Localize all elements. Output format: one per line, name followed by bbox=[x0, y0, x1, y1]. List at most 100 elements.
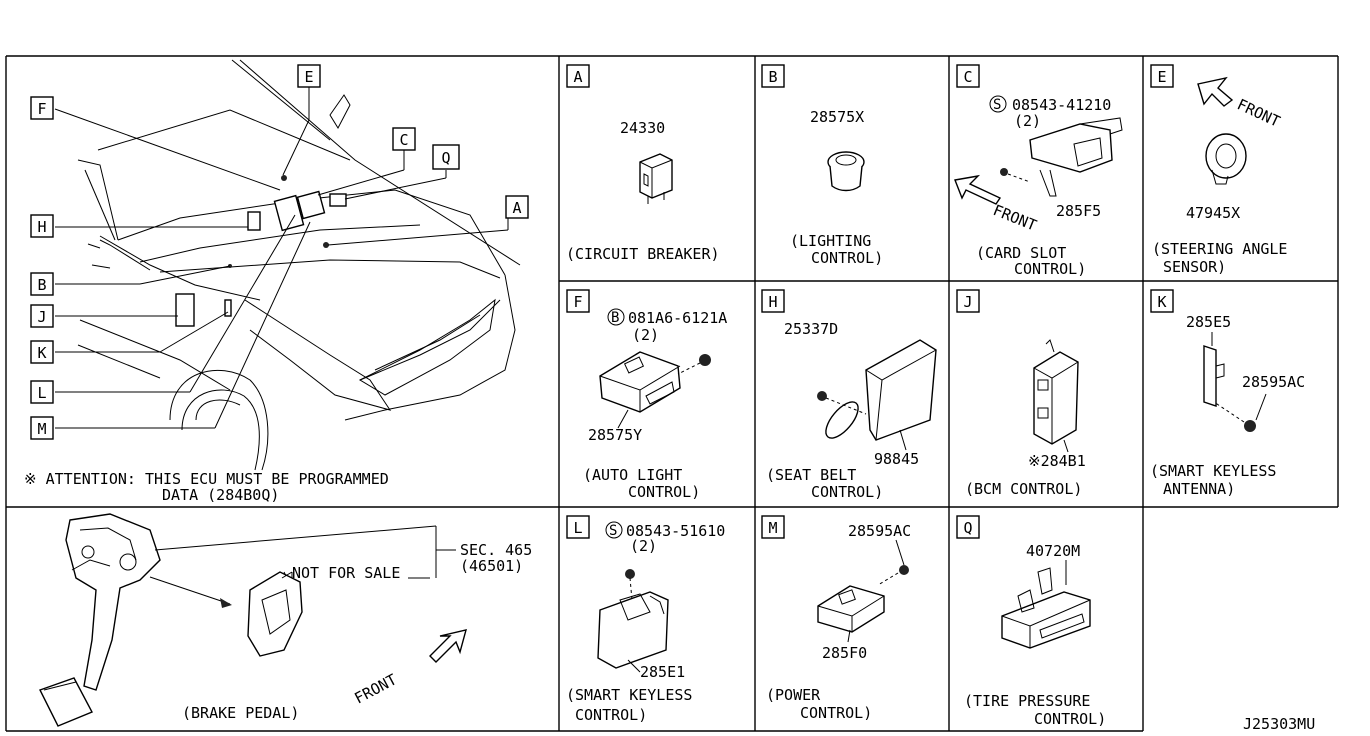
panel-B-lighting-control: B 28575X (LIGHTING CONTROL) bbox=[761, 64, 883, 267]
svg-text:24330: 24330 bbox=[620, 119, 665, 137]
panel-L-smart-keyless-control: L S 08543-51610 (2) 285E1 (SMART KEYLESS… bbox=[566, 515, 725, 724]
sec-ref-label: (46501) bbox=[460, 557, 523, 575]
svg-text:E: E bbox=[304, 68, 313, 86]
panel-A-circuit-breaker: A 24330 (CIRCUIT BREAKER) bbox=[566, 64, 720, 263]
svg-text:FRONT: FRONT bbox=[1234, 95, 1283, 130]
svg-text:F: F bbox=[37, 100, 46, 118]
attention-note: ※ ATTENTION: THIS ECU MUST BE PROGRAMMED bbox=[24, 470, 389, 488]
brake-pedal-illustration bbox=[39, 513, 467, 727]
panel-F-auto-light-control: F B 081A6-6121A (2) 28575Y (AUTO LIGHT C… bbox=[566, 289, 727, 501]
svg-text:(LIGHTING: (LIGHTING bbox=[790, 232, 871, 250]
svg-text:C: C bbox=[963, 68, 972, 86]
svg-text:H: H bbox=[37, 218, 46, 236]
svg-text:S: S bbox=[609, 523, 617, 539]
svg-text:08543-51610: 08543-51610 bbox=[626, 522, 725, 540]
svg-text:J: J bbox=[963, 293, 972, 311]
svg-text:(AUTO LIGHT: (AUTO LIGHT bbox=[583, 466, 682, 484]
svg-text:47945X: 47945X bbox=[1186, 204, 1240, 222]
panel-H-seat-belt-control: H 25337D 98845 (SEAT BELT CONTROL) bbox=[761, 289, 937, 501]
svg-text:Q: Q bbox=[441, 149, 450, 167]
svg-text:CONTROL): CONTROL) bbox=[628, 483, 700, 501]
svg-text:H: H bbox=[768, 293, 777, 311]
svg-text:S: S bbox=[993, 97, 1001, 113]
svg-text:CONTROL): CONTROL) bbox=[800, 704, 872, 722]
panel-K-smart-keyless-antenna: K 285E5 28595AC (SMART KEYLESS ANTENNA) bbox=[1150, 289, 1305, 498]
svg-text:285E5: 285E5 bbox=[1186, 313, 1231, 331]
panel-J-bcm-control: J ※284B1 (BCM CONTROL) bbox=[956, 289, 1086, 498]
front-arrow-label: FRONT bbox=[351, 670, 399, 707]
diagram-id: J25303MU bbox=[1243, 715, 1315, 733]
panel-C-card-slot-control: C S 08543-41210 (2) FRONT 285F5 (CARD SL… bbox=[954, 64, 1123, 278]
svg-text:B: B bbox=[611, 310, 619, 326]
svg-text:28595AC: 28595AC bbox=[848, 522, 911, 540]
svg-text:28575X: 28575X bbox=[810, 108, 864, 126]
svg-text:(2): (2) bbox=[1014, 112, 1041, 130]
svg-text:285F0: 285F0 bbox=[822, 644, 867, 662]
vehicle-overview-illustration bbox=[54, 59, 521, 471]
svg-text:F: F bbox=[573, 293, 582, 311]
svg-text:98845: 98845 bbox=[874, 450, 919, 468]
svg-text:25337D: 25337D bbox=[784, 320, 838, 338]
svg-text:285E1: 285E1 bbox=[640, 663, 685, 681]
svg-text:ANTENNA): ANTENNA) bbox=[1163, 480, 1235, 498]
svg-text:40720M: 40720M bbox=[1026, 542, 1080, 560]
svg-text:(POWER: (POWER bbox=[766, 686, 821, 704]
panel-M-power-control: M 28595AC 285F0 (POWER CONTROL) bbox=[761, 515, 911, 722]
svg-text:B: B bbox=[37, 276, 46, 294]
panel-Q-tire-pressure-control: Q 40720M (TIRE PRESSURE CONTROL) bbox=[956, 515, 1106, 728]
svg-text:※284B1: ※284B1 bbox=[1028, 452, 1086, 470]
svg-text:(SEAT BELT: (SEAT BELT bbox=[766, 466, 856, 484]
svg-text:L: L bbox=[573, 519, 582, 537]
svg-text:081A6-6121A: 081A6-6121A bbox=[628, 309, 727, 327]
svg-text:SENSOR): SENSOR) bbox=[1163, 258, 1226, 276]
callout-F: F bbox=[30, 96, 54, 120]
svg-text:M: M bbox=[37, 420, 46, 438]
attention-data: DATA (284B0Q) bbox=[162, 486, 279, 504]
grid-frame bbox=[5, 55, 1339, 732]
svg-text:(CARD SLOT: (CARD SLOT bbox=[976, 244, 1066, 262]
callout-L: L bbox=[30, 380, 54, 404]
svg-text:(CIRCUIT BREAKER): (CIRCUIT BREAKER) bbox=[566, 245, 720, 263]
svg-text:E: E bbox=[1157, 68, 1166, 86]
svg-text:J: J bbox=[37, 308, 46, 326]
svg-text:K: K bbox=[1157, 293, 1166, 311]
svg-text:CONTROL): CONTROL) bbox=[1034, 710, 1106, 728]
svg-text:M: M bbox=[768, 519, 777, 537]
svg-text:(2): (2) bbox=[632, 326, 659, 344]
svg-text:CONTROL): CONTROL) bbox=[575, 706, 647, 724]
svg-text:L: L bbox=[37, 384, 46, 402]
svg-text:A: A bbox=[573, 68, 582, 86]
not-for-sale-label: NOT FOR SALE bbox=[292, 564, 400, 582]
svg-text:Q: Q bbox=[963, 519, 972, 537]
callout-B: B bbox=[30, 272, 54, 296]
callout-J: J bbox=[30, 304, 54, 328]
svg-text:K: K bbox=[37, 344, 46, 362]
callout-K: K bbox=[30, 340, 54, 364]
sec-label: SEC. 465 bbox=[460, 541, 532, 559]
callout-Q: Q bbox=[432, 144, 460, 170]
svg-text:28595AC: 28595AC bbox=[1242, 373, 1305, 391]
svg-text:C: C bbox=[399, 131, 408, 149]
svg-text:28575Y: 28575Y bbox=[588, 426, 642, 444]
svg-text:(SMART KEYLESS: (SMART KEYLESS bbox=[566, 686, 692, 704]
svg-text:FRONT: FRONT bbox=[991, 201, 1040, 235]
svg-text:CONTROL): CONTROL) bbox=[811, 249, 883, 267]
svg-text:CONTROL): CONTROL) bbox=[1014, 260, 1086, 278]
callout-M: M bbox=[30, 416, 54, 440]
panel-E-steering-angle-sensor: E FRONT 47945X (STEERING ANGLE SENSOR) bbox=[1150, 64, 1287, 276]
svg-text:A: A bbox=[512, 199, 521, 217]
svg-text:B: B bbox=[768, 68, 777, 86]
svg-text:(TIRE PRESSURE: (TIRE PRESSURE bbox=[964, 692, 1090, 710]
brake-pedal-caption: (BRAKE PEDAL) bbox=[182, 704, 299, 722]
svg-text:(STEERING ANGLE: (STEERING ANGLE bbox=[1152, 240, 1287, 258]
svg-text:(SMART KEYLESS: (SMART KEYLESS bbox=[1150, 462, 1276, 480]
callout-C: C bbox=[392, 127, 416, 151]
callout-A: A bbox=[505, 195, 529, 219]
svg-text:(BCM CONTROL): (BCM CONTROL) bbox=[965, 480, 1082, 498]
svg-text:285F5: 285F5 bbox=[1056, 202, 1101, 220]
svg-text:(2): (2) bbox=[630, 537, 657, 555]
callout-H: H bbox=[30, 214, 54, 238]
svg-text:08543-41210: 08543-41210 bbox=[1012, 96, 1111, 114]
callout-E: E bbox=[297, 64, 321, 88]
